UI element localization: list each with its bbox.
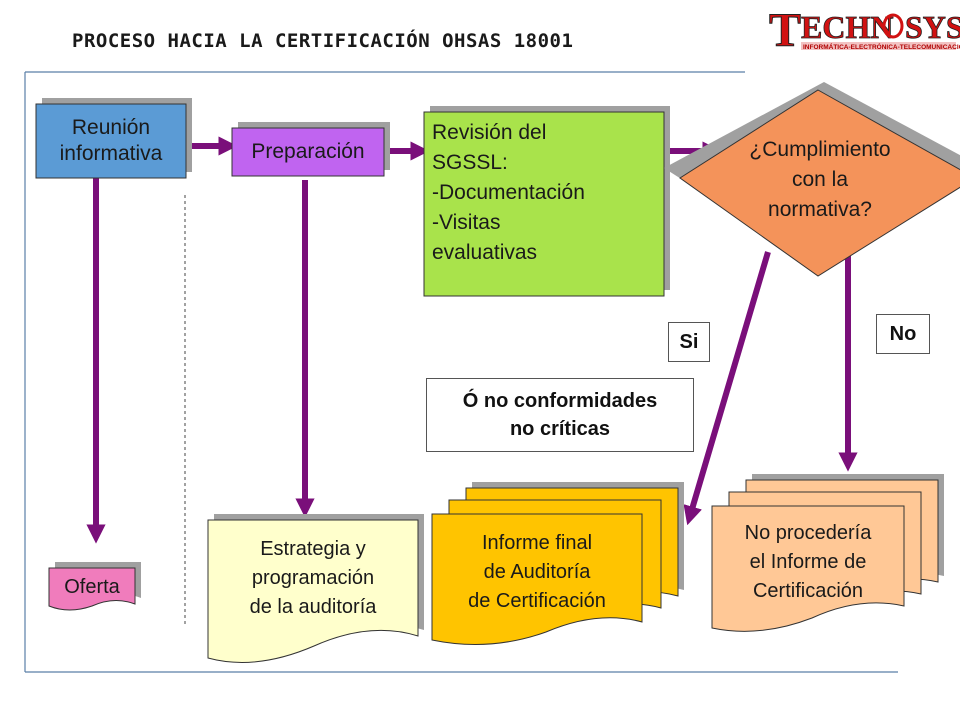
cumplimiento-diamond: [679, 89, 960, 277]
oferta-label: Oferta: [64, 576, 120, 598]
oferta-doc: [48, 567, 136, 611]
estrategia-doc: [207, 519, 419, 663]
technosys-logo: T ECHN SYS INFORMÁTICA-ELECTRÓNICA-TELEC…: [765, 2, 960, 60]
preparacion-label: Preparación: [251, 140, 365, 163]
no-label: No: [876, 314, 930, 354]
si-label: Si: [668, 322, 710, 362]
svg-text:T: T: [769, 4, 801, 57]
page-title: PROCESO HACIA LA CERTIFICACIÓN OHSAS 180…: [72, 30, 574, 52]
preparacion-box: [231, 127, 385, 177]
svg-text:ECHN: ECHN: [801, 9, 893, 45]
revision-box: [423, 111, 665, 297]
svg-text:INFORMÁTICA-ELECTRÓNICA-TELECO: INFORMÁTICA-ELECTRÓNICA-TELECOMUNICACION…: [803, 42, 960, 51]
informe-final-stack: [431, 482, 684, 645]
no-procederia-stack: [711, 474, 944, 632]
svg-text:SYS: SYS: [905, 9, 960, 45]
arrow-si-informe: [683, 251, 771, 526]
reunion-box: [35, 103, 187, 179]
